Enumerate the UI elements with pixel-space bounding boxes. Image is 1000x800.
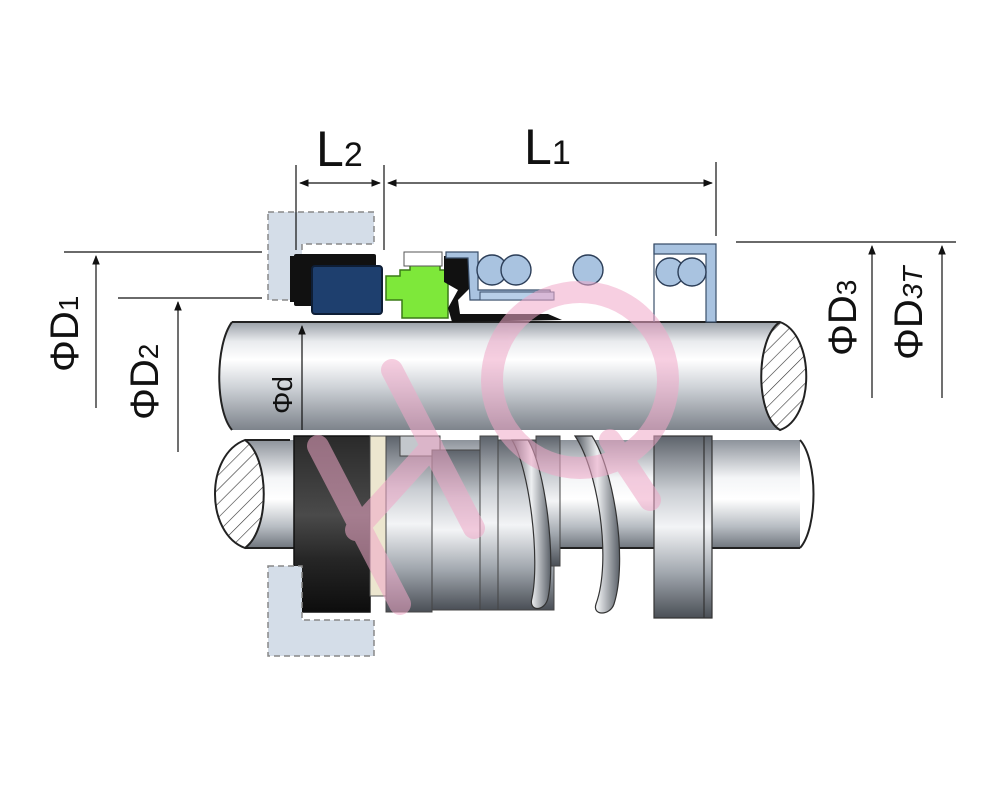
drive-ring-green	[385, 261, 449, 319]
shaft-right-section	[760, 320, 808, 432]
gland-lower	[267, 565, 375, 657]
label-D3T: ΦD3T	[887, 265, 931, 360]
section-view	[267, 211, 717, 657]
label-D1: ΦD1	[43, 296, 87, 372]
watermark-logo	[307, 281, 679, 615]
spring-section	[572, 254, 604, 286]
label-D3: ΦD3	[821, 280, 865, 356]
seal-face-blue	[311, 265, 383, 315]
shaft-left-section	[214, 438, 265, 550]
elastomer-bellow	[444, 256, 562, 322]
spring-section	[500, 254, 532, 286]
label-D2: ΦD2	[123, 344, 167, 420]
spring-coil	[510, 439, 552, 610]
spring-coil	[573, 435, 621, 614]
spring-section	[677, 257, 707, 287]
label-L1: L1	[524, 119, 571, 175]
label-L2: L2	[316, 121, 363, 177]
dimension-lines	[64, 162, 956, 452]
label-d: Φd	[267, 376, 298, 414]
